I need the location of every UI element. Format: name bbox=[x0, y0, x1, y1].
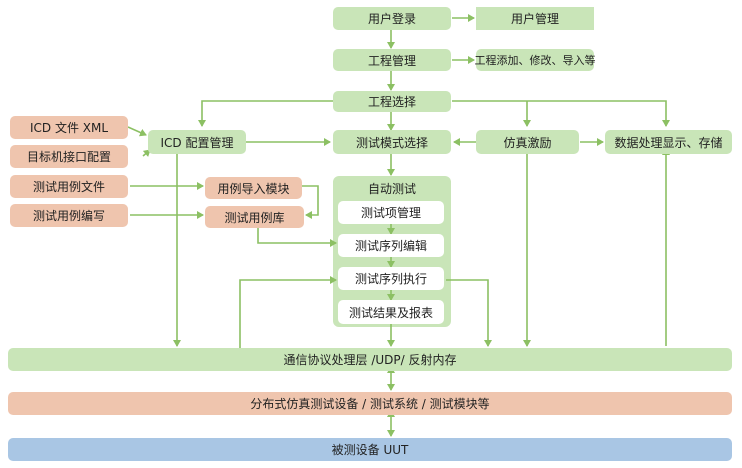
arrow-lib-to-seq bbox=[257, 228, 337, 247]
icd-config-box: ICD 配置管理 bbox=[148, 130, 246, 154]
arrow-select-branch bbox=[198, 100, 333, 127]
sim-stimulus-box: 仿真激励 bbox=[476, 130, 579, 154]
uut-layer: 被测设备 UUT bbox=[8, 438, 732, 461]
project-management-box: 工程管理 bbox=[333, 49, 451, 71]
project-ops-box: 工程添加、修改、导入等 bbox=[475, 49, 596, 71]
case-import-module-box: 用例导入模块 bbox=[205, 177, 302, 199]
test-mode-select-box: 测试模式选择 bbox=[333, 130, 451, 154]
test-sequence-edit-box: 测试序列编辑 bbox=[338, 234, 444, 257]
distributed-test-equipment-layer: 分布式仿真测试设备 / 测试系统 / 测试模块等 bbox=[8, 392, 732, 415]
test-case-file-box: 测试用例文件 bbox=[10, 175, 128, 198]
user-management-box: 用户管理 bbox=[476, 7, 594, 30]
target-interface-config-box: 目标机接口配置 bbox=[10, 145, 128, 168]
project-select-box: 工程选择 bbox=[333, 91, 451, 112]
data-processing-box: 数据处理显示、存储 bbox=[605, 130, 732, 154]
icd-xml-box: ICD 文件 XML bbox=[10, 116, 128, 139]
arrow-import-to-lib bbox=[302, 185, 319, 219]
arrow-xml-to-icd bbox=[127, 126, 147, 137]
test-item-mgmt-box: 测试项管理 bbox=[338, 201, 444, 224]
user-login-box: 用户登录 bbox=[333, 7, 451, 30]
arrow-select-branch-right bbox=[452, 100, 670, 127]
test-result-report-box: 测试结果及报表 bbox=[338, 300, 444, 324]
test-case-write-box: 测试用例编写 bbox=[10, 204, 128, 227]
comm-protocol-layer: 通信协议处理层 /UDP/ 反射内存 bbox=[8, 348, 732, 371]
arrow-comm-to-exec bbox=[239, 276, 337, 348]
test-sequence-exec-box: 测试序列执行 bbox=[338, 267, 444, 290]
test-case-library-box: 测试用例库 bbox=[205, 206, 304, 228]
auto-test-title: 自动测试 bbox=[367, 182, 416, 196]
arrow-exec-to-comm bbox=[446, 279, 492, 347]
